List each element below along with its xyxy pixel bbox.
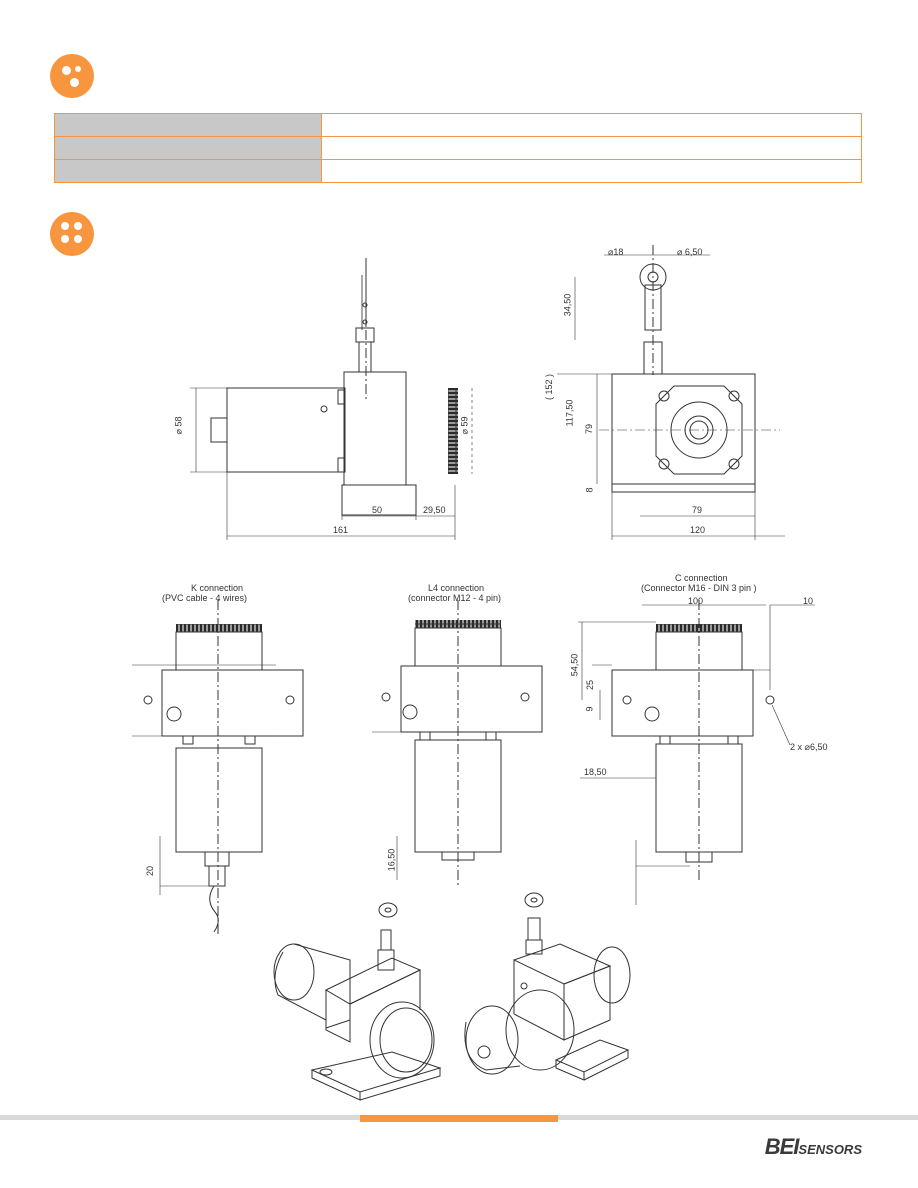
l4-connection-view xyxy=(372,600,543,885)
dim-label: 79 xyxy=(584,423,595,435)
dim-value: 6,50 xyxy=(684,247,703,257)
c-connection-subtitle: (Connector M16 - DIN 3 pin ) xyxy=(641,583,757,593)
dim-label: 100 xyxy=(688,596,704,606)
dim-value: 2 x xyxy=(790,742,803,752)
c-connection-title: C connection xyxy=(675,573,728,583)
dim-label: 34,50 xyxy=(562,293,573,317)
dim-label: 25 xyxy=(585,679,596,691)
dim-value: 58 xyxy=(173,416,184,427)
k-connection-subtitle: (PVC cable - 4 wires) xyxy=(162,593,248,603)
isometric-view-right xyxy=(464,892,631,1081)
section-icon-2 xyxy=(50,212,94,256)
l4-connection-subtitle: (connector M12 - 4 pin) xyxy=(408,593,502,603)
spec-label xyxy=(54,159,322,183)
section-icon-1 xyxy=(50,54,94,98)
dim-label: 10 xyxy=(803,596,814,606)
k-connection-title: K connection xyxy=(191,583,244,593)
spec-label xyxy=(54,136,322,160)
dim-label: 20 xyxy=(145,865,156,877)
dim-label: 18,50 xyxy=(584,767,607,777)
dim-label: 50 xyxy=(372,505,383,515)
dim-label: 2 x ⌀6,50 xyxy=(790,742,828,752)
dot-icon xyxy=(74,235,82,243)
k-connection-view xyxy=(132,600,304,935)
footer-accent-bar xyxy=(360,1115,558,1122)
dot-icon xyxy=(70,78,79,87)
dim-value: 6,50 xyxy=(809,742,828,752)
dim-label: 8 xyxy=(584,487,595,493)
isometric-view-left xyxy=(273,902,442,1101)
logo-sensors: SENSORS xyxy=(798,1142,862,1157)
dim-label: 117,50 xyxy=(564,399,575,427)
front-view xyxy=(557,245,785,540)
dim-label: 29,50 xyxy=(423,505,446,515)
l4-connection-title: L4 connection xyxy=(428,583,485,593)
dim-label: 79 xyxy=(692,505,703,515)
spec-value xyxy=(321,159,862,183)
dim-label: ⌀ 59 xyxy=(459,416,470,435)
bei-sensors-logo: BEISENSORS xyxy=(765,1134,862,1160)
table-row xyxy=(54,159,862,183)
dot-icon xyxy=(61,235,69,243)
dim-label: 16,50 xyxy=(386,848,397,872)
dim-label: ( 152 ) xyxy=(544,373,555,401)
dim-label: ⌀ 6,50 xyxy=(677,247,703,257)
dot-icon xyxy=(74,222,82,230)
dim-label: ⌀ 58 xyxy=(173,416,184,435)
spec-label xyxy=(54,113,322,137)
dim-label: ⌀18 xyxy=(608,247,624,257)
dim-value: 59 xyxy=(459,416,470,427)
dim-value: 18 xyxy=(613,247,624,257)
dim-label: 54,50 xyxy=(569,653,580,677)
dim-label: 161 xyxy=(333,525,349,535)
dim-label: 120 xyxy=(690,525,706,535)
dot-icon xyxy=(62,66,71,75)
dim-label: 9 xyxy=(584,706,595,712)
logo-bei: BEI xyxy=(764,1134,800,1159)
dot-icon xyxy=(61,222,69,230)
side-view xyxy=(190,258,473,540)
c-connection-view xyxy=(578,600,815,905)
dot-icon xyxy=(75,66,81,72)
spec-table xyxy=(54,113,862,183)
